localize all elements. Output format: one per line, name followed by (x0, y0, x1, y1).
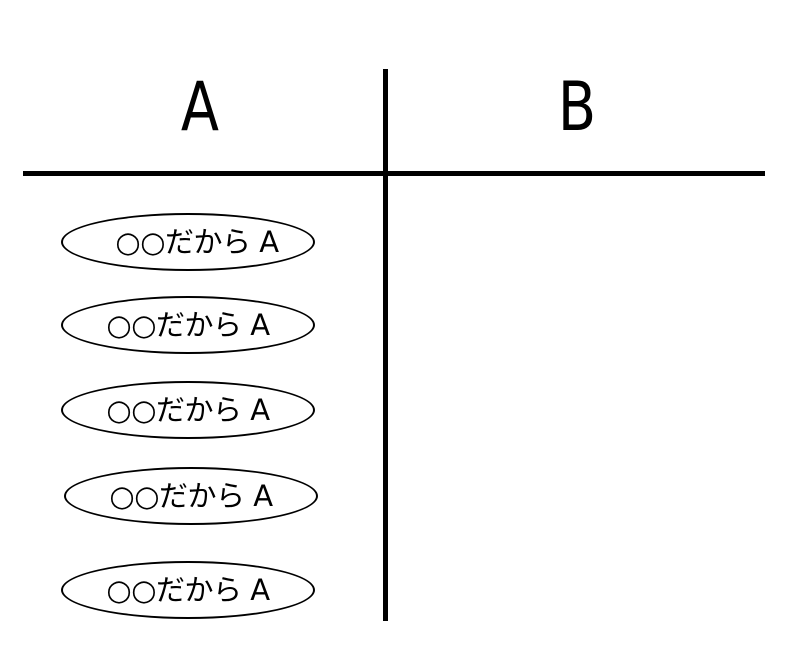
horizontal-divider (23, 171, 765, 176)
reason-bubble: ○○だから A (64, 467, 318, 525)
column-a-list: ○○だから A ○○だから A ○○だから A ○○だから A ○○だから A (61, 213, 318, 619)
reason-bubble: ○○だから A (61, 296, 315, 354)
column-a-header: A (180, 68, 220, 147)
reason-bubble: ○○だから A (61, 381, 315, 439)
reason-bubble-label: ○○だから A (106, 392, 270, 427)
reason-bubble-label: ○○だから A (106, 572, 270, 607)
reason-bubble-label: ○○だから A (106, 307, 270, 342)
reason-bubble: ○○だから A (61, 213, 315, 271)
reason-bubble: ○○だから A (61, 561, 315, 619)
reason-bubble-label: ○○だから A (109, 478, 273, 513)
reason-bubble-label: ○○だから A (115, 224, 279, 259)
column-b-header: B (557, 68, 597, 147)
vertical-divider (383, 69, 388, 621)
